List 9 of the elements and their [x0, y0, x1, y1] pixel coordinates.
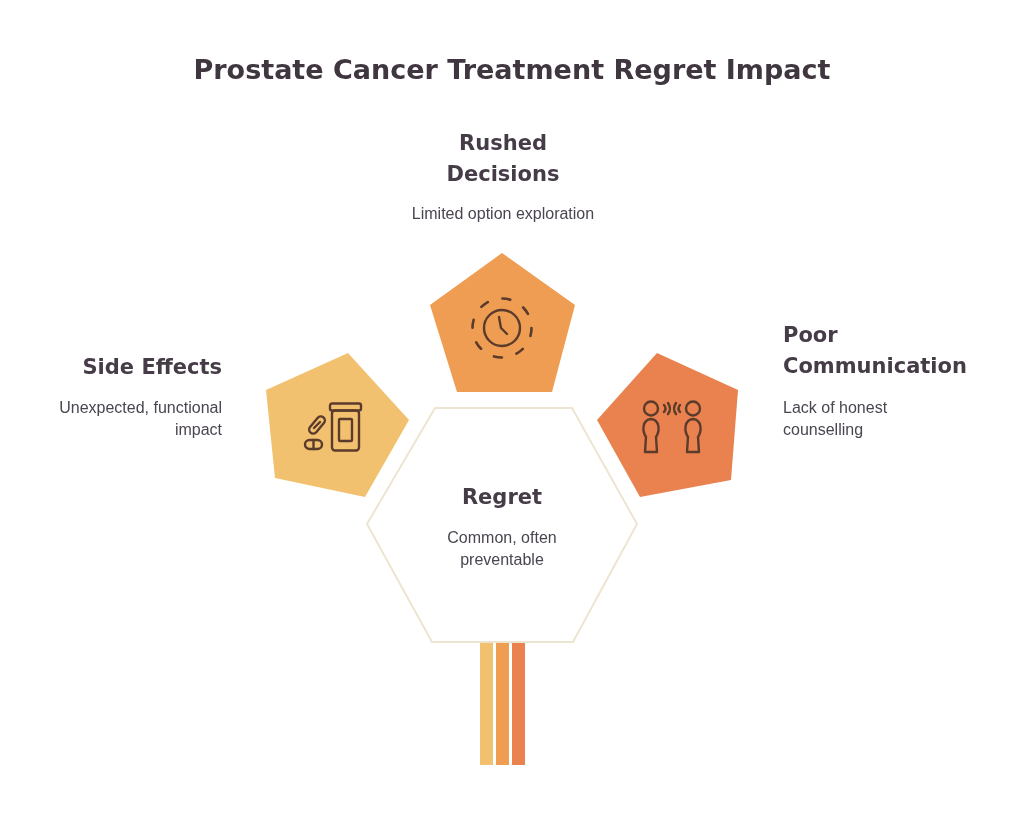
node-description: Lack of honest counselling — [783, 398, 889, 440]
node-heading: Poor Communication — [783, 322, 968, 380]
node-heading: Rushed Decisions — [445, 130, 561, 188]
node-description: Common, often preventable — [446, 528, 558, 570]
diagram-title: Prostate Cancer Treatment Regret Impact — [192, 54, 832, 85]
node-heading: Regret — [460, 484, 544, 511]
node-description: Unexpected, functional impact — [58, 398, 222, 440]
node-description: Limited option exploration — [410, 204, 596, 224]
node-heading: Side Effects — [81, 354, 222, 381]
